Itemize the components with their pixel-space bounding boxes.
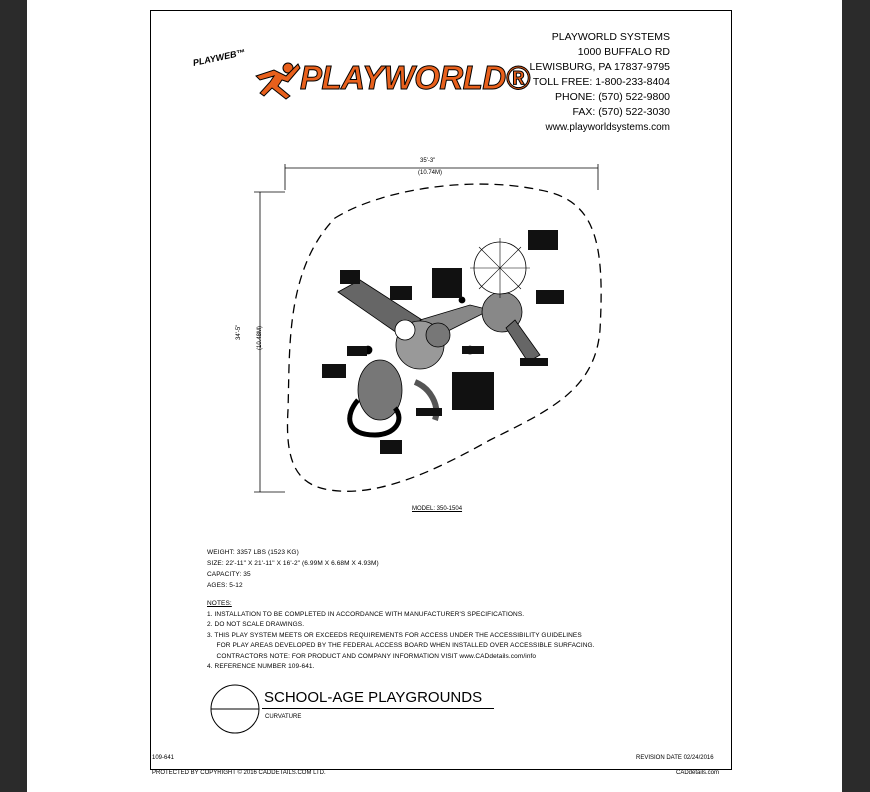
- address-line: TOLL FREE: 1-800-233-8404: [532, 76, 670, 88]
- address-line: FAX: (570) 522-3030: [572, 106, 670, 118]
- specs-block: WEIGHT: 3357 LBS (1523 KG) SIZE: 22'-11"…: [207, 547, 379, 591]
- height-dimension: [254, 191, 285, 493]
- caddetails-link[interactable]: CADdetails.com: [676, 770, 720, 776]
- drawing-title: SCHOOL-AGE PLAYGROUNDS: [264, 689, 483, 706]
- component-tags: [322, 230, 564, 454]
- note-line: 3. THIS PLAY SYSTEM MEETS OR EXCEEDS REQ…: [207, 631, 582, 639]
- spec-weight: WEIGHT: 3357 LBS (1523 KG): [207, 549, 299, 556]
- height-dimension-label: 34'-5": [236, 324, 242, 340]
- company-address: PLAYWORLD SYSTEMS 1000 BUFFALO RD LEWISB…: [520, 30, 670, 135]
- playground-plan: [254, 164, 602, 493]
- drawing-subtitle: CURVATURE: [265, 714, 302, 720]
- note-line: 4. REFERENCE NUMBER 109-641.: [207, 663, 315, 670]
- note-line: 2. DO NOT SCALE DRAWINGS.: [207, 621, 305, 628]
- address-line: LEWISBURG, PA 17837-9795: [529, 61, 670, 73]
- copyright-notice: PROTECTED BY COPYRIGHT © 2016 CADDETAILS…: [152, 770, 326, 776]
- address-line: 1000 BUFFALO RD: [577, 46, 670, 58]
- drawing-frame: [150, 10, 732, 770]
- note-line: FOR PLAY AREAS DEVELOPED BY THE FEDERAL …: [207, 642, 595, 649]
- width-dimension: [284, 164, 599, 190]
- spec-ages: AGES: 5-12: [207, 582, 243, 589]
- play-structure: [337, 238, 541, 438]
- spec-capacity: CAPACITY: 35: [207, 571, 251, 578]
- running-figure-icon: [255, 62, 301, 100]
- note-line: 1. INSTALLATION TO BE COMPLETED IN ACCOR…: [207, 610, 525, 618]
- revision-date: REVISION DATE 02/24/2016: [636, 755, 714, 761]
- height-dimension-metric: (10.48M): [257, 325, 263, 350]
- width-dimension-label: 35'-3": [420, 158, 436, 164]
- reference-number: 109-641: [152, 755, 175, 761]
- notes-heading: NOTES:: [207, 600, 232, 607]
- model-number: MODEL: 350-1504: [412, 506, 463, 512]
- title-underline: [262, 708, 494, 709]
- website-link[interactable]: www.playworldsystems.com: [545, 122, 670, 133]
- spec-size: SIZE: 22'-11" X 21'-11" X 16'-2" (6.99M …: [207, 560, 379, 567]
- title-circle-symbol: [210, 684, 260, 734]
- notes-block: NOTES: 1. INSTALLATION TO BE COMPLETED I…: [207, 599, 595, 673]
- width-dimension-metric: (10.74M): [418, 170, 443, 176]
- playworld-logo: PLAYWORLD®: [300, 59, 531, 97]
- address-line: PHONE: (570) 522-9800: [555, 91, 670, 103]
- note-line: CONTRACTORS NOTE: FOR PRODUCT AND COMPAN…: [207, 652, 537, 660]
- address-line: PLAYWORLD SYSTEMS: [551, 31, 670, 43]
